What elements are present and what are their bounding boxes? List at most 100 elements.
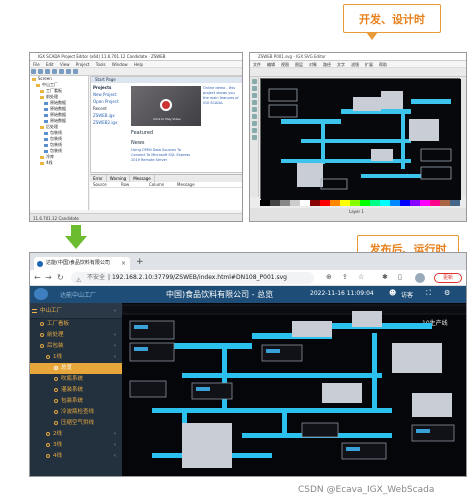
start-page-tab[interactable]: Start Page [91,77,242,83]
sidebar-item-overview[interactable]: 总览 [30,363,122,374]
bookmark-star-icon[interactable]: ☆ [358,273,365,281]
tree-node[interactable]: 中山工厂 [30,82,88,88]
tree-node[interactable]: 包装线 [30,142,88,148]
svg-menu-item[interactable]: 文字 [337,62,345,67]
address-bar[interactable]: ⚠ 不安全| 192.168.2.10:37799/ZSWEB/index.ht… [71,272,314,284]
tree-node[interactable]: 工厂看板 [30,88,88,94]
tree-node[interactable]: 前处理 [30,94,88,100]
sidebar-item-preprocess[interactable]: 前处理‹ [30,330,122,341]
update-button[interactable]: 更新 [434,273,462,283]
sidebar-item-filling[interactable]: 灌装系统 [30,385,122,396]
editor-menu-item[interactable]: View [60,62,70,67]
sidebar-item-line2[interactable]: 2线‹ [30,429,122,440]
browser-tab[interactable]: 达能(中国)食品饮料有限公司 × [34,257,130,270]
save-icon[interactable] [45,69,50,74]
copy-icon[interactable] [59,69,64,74]
pen-tool-icon[interactable] [252,114,257,119]
column-header[interactable]: Column [149,182,165,187]
svg-menu-item[interactable]: 对象 [309,62,317,67]
circle-tool-icon[interactable] [252,107,257,112]
sidebar-item-factory[interactable]: 中山工厂 ‹ [30,303,122,319]
message-tab[interactable]: Message [130,175,155,182]
sidebar-item-blowing[interactable]: 吹瓶系统 [30,374,122,385]
tree-node[interactable]: Screen [30,76,88,82]
tree-node[interactable]: 后处理 [30,124,88,130]
scada-overview-canvas[interactable]: 10生产线 [122,303,466,476]
sidebar-item-packing[interactable]: 包装系统 [30,396,122,407]
news-link[interactable]: Using OPEN Data Sources To Connect To Mi… [131,148,191,162]
play-icon[interactable] [160,99,172,111]
new-tab-icon[interactable]: + [136,257,144,267]
node-tool-icon[interactable] [252,86,257,91]
share-icon[interactable]: ⇪ [342,273,348,281]
svg-menu-item[interactable]: 帮助 [379,62,387,67]
svg-menu-item[interactable]: 视图 [281,62,289,67]
tree-node[interactable]: 原始数据 [30,100,88,106]
forward-icon[interactable]: → [45,273,52,282]
sidebar-icon[interactable]: ▯ [398,273,402,281]
svg-menu-item[interactable]: 图层 [295,62,303,67]
gradient-tool-icon[interactable] [252,128,257,133]
tree-node[interactable]: 4线 [30,160,88,166]
sidebar-item-postpack[interactable]: 后包装‹ [30,341,122,352]
run-icon[interactable] [73,69,78,74]
cut-icon[interactable] [52,69,57,74]
color-palette[interactable] [260,200,460,206]
intro-video[interactable]: Click to Play Video [131,86,201,126]
column-header[interactable]: Message [177,182,195,187]
zoom-tool-icon[interactable] [252,93,257,98]
warning-icon[interactable]: ⚠ [76,277,82,284]
extension-icon[interactable]: ✱ [382,273,388,281]
svg-menu-item[interactable]: 文件 [253,62,261,67]
user-label[interactable]: 访客 [401,292,414,299]
profile-avatar[interactable] [415,273,425,283]
sidebar-item-dashboard[interactable]: 工厂看板 [30,319,122,330]
sidebar-item-line3[interactable]: 3线‹ [30,440,122,451]
install-icon[interactable]: ⊕ [326,273,332,281]
select-tool-icon[interactable] [252,79,257,84]
tree-node[interactable]: 冷库 [30,154,88,160]
editor-menu-item[interactable]: Help [133,62,144,67]
menu-icon[interactable] [32,309,37,313]
recent-project-link[interactable]: ZSWEB2.igx [93,120,118,125]
editor-menu-item[interactable]: File [33,62,40,67]
tree-node[interactable]: 包装线 [30,136,88,142]
tree-node[interactable]: 原始数据 [30,106,88,112]
recent-project-link[interactable]: ZSWEB.igx [93,113,115,118]
svg-menu-item[interactable]: 编辑 [267,62,275,67]
svg-drawing-canvas[interactable] [260,78,461,200]
dropper-tool-icon[interactable] [252,135,257,140]
editor-menu-item[interactable]: Project [75,62,90,67]
column-header[interactable]: Row [121,182,130,187]
sidebar-item-compressed-air[interactable]: 压缩空气供线 [30,418,122,429]
tree-node[interactable]: 原始数据 [30,118,88,124]
fullscreen-icon[interactable]: ⛶ [426,289,431,297]
open-project-link[interactable]: Open Project [93,99,119,104]
svg-menu-item[interactable]: 滤镜 [351,62,359,67]
tree-node[interactable]: 包装线 [30,148,88,154]
back-icon[interactable]: ← [34,273,41,282]
editor-menu-item[interactable]: Tools [95,62,106,67]
open-icon[interactable] [38,69,43,74]
reload-icon[interactable]: ↻ [57,273,64,282]
sidebar-item-inspection[interactable]: 冷波瓶检查线 [30,407,122,418]
tree-node[interactable]: 原始数据 [30,112,88,118]
rect-tool-icon[interactable] [252,100,257,105]
paste-icon[interactable] [66,69,71,74]
sidebar-item-line4[interactable]: 4线‹ [30,451,122,462]
layer-selector[interactable]: Layer 1 [349,209,364,214]
editor-menu-item[interactable]: Window [111,62,128,67]
settings-gear-icon[interactable]: ⚙ [444,289,451,297]
close-tab-icon[interactable]: × [120,260,126,267]
column-header[interactable]: Source [93,182,107,187]
sidebar-item-line1[interactable]: 1线‹ [30,352,122,363]
new-icon[interactable] [31,69,36,74]
new-project-link[interactable]: New Project [93,92,117,97]
warning-tab[interactable]: Warning [107,175,131,182]
svg-menu-item[interactable]: 扩展 [365,62,373,67]
tree-node[interactable]: 包装线 [30,130,88,136]
error-tab[interactable]: Error [90,175,107,182]
svg-menu-item[interactable]: 路径 [323,62,331,67]
editor-menu-item[interactable]: Edit [45,62,54,67]
user-icon[interactable]: ☻ [389,289,397,297]
